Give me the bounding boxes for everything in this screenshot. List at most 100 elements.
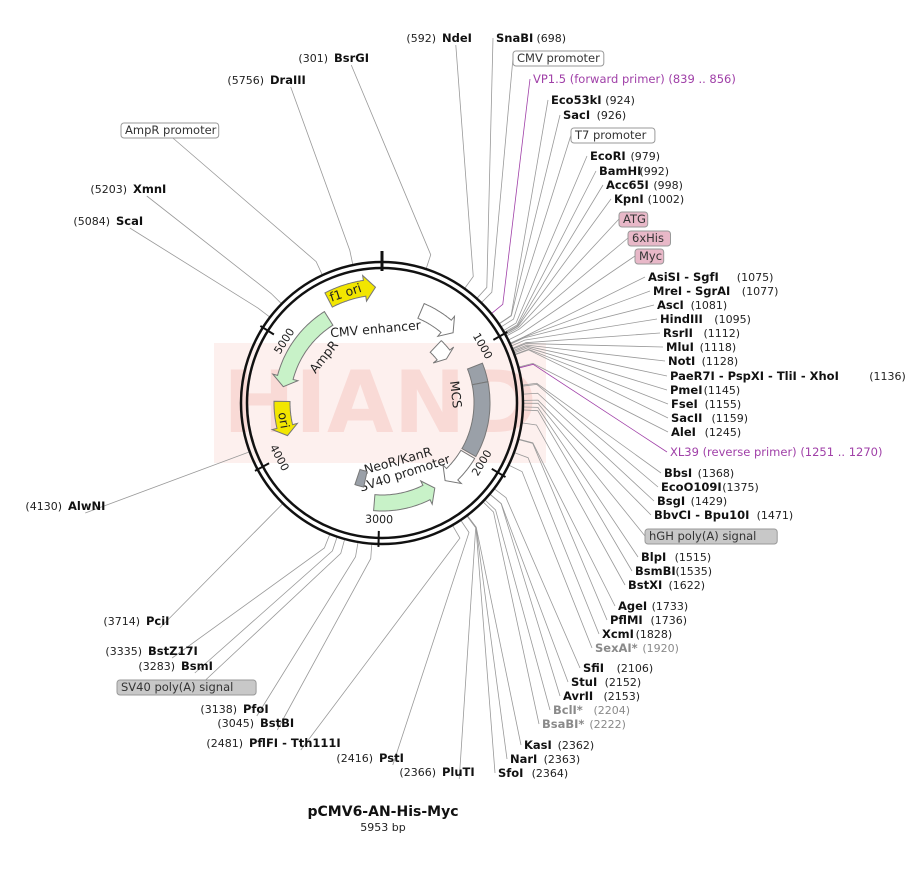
site-position: (1622) <box>669 579 706 592</box>
leader-line <box>129 227 270 317</box>
restriction-site: MluI <box>666 340 694 354</box>
tick-mark <box>492 331 508 341</box>
restriction-site: BamHI <box>599 164 641 178</box>
site-position: (1535) <box>676 565 713 578</box>
restriction-site: BsgI <box>657 494 685 508</box>
site-position: (2106) <box>617 662 654 675</box>
site-position: (1515) <box>675 551 712 564</box>
restriction-site: NotI <box>668 354 695 368</box>
leader-line <box>85 451 249 514</box>
restriction-site: Acc65I <box>606 178 649 192</box>
restriction-site: SfiI <box>583 661 604 675</box>
restriction-site: SacII <box>671 411 702 425</box>
leader-line <box>189 539 345 696</box>
site-position: (1733) <box>652 600 689 613</box>
leader-line <box>300 525 461 751</box>
site-position: (2153) <box>604 690 641 703</box>
leader-line <box>506 237 629 336</box>
restriction-site: HindIII <box>660 312 703 326</box>
leader-line <box>523 406 639 558</box>
leader-line <box>467 515 522 746</box>
feature-arrow <box>429 339 455 364</box>
leader-line <box>494 488 581 669</box>
restriction-site: KasI <box>524 738 552 752</box>
leader-line <box>392 520 470 766</box>
restriction-site: FseI <box>671 397 698 411</box>
tag-box <box>634 248 665 265</box>
leader-line <box>146 195 282 304</box>
primer-label: VP1.5 (forward primer) (839 .. 856) <box>533 72 736 86</box>
leader-line <box>519 438 616 607</box>
restriction-site: RsrII <box>663 326 693 340</box>
site-position: (3335) <box>105 645 142 658</box>
site-position: (3714) <box>103 615 140 628</box>
restriction-site: BstXI <box>628 578 662 592</box>
restriction-site: SfoI <box>498 766 523 780</box>
feature-arrow <box>461 381 491 458</box>
restriction-site: PaeR7I - PspXI - TliI - XhoI <box>670 369 839 383</box>
leader-line <box>504 170 597 333</box>
leader-line <box>501 134 572 327</box>
leader-line <box>510 304 655 345</box>
site-position: (1828) <box>636 628 673 641</box>
restriction-site: AlwNI <box>68 499 105 513</box>
restriction-site: BlpI <box>641 550 666 564</box>
site-position: (4130) <box>25 500 62 513</box>
site-position: (1736) <box>651 614 688 627</box>
restriction-site: BsrGI <box>334 51 369 65</box>
leader-line <box>505 198 612 334</box>
restriction-site: SnaBI <box>496 31 533 45</box>
restriction-site: XmnI <box>133 182 166 196</box>
leader-line <box>503 155 588 331</box>
restriction-site: BstZ17I <box>148 644 198 658</box>
tag-label: ATG <box>623 212 646 226</box>
feature-box-label: hGH poly(A) signal <box>649 529 756 543</box>
feature-box-label: T7 promoter <box>574 128 647 142</box>
leader-line <box>477 37 494 299</box>
restriction-site: AleI <box>671 425 696 439</box>
leader-line <box>491 78 531 314</box>
leader-line <box>515 349 669 419</box>
site-position: (5756) <box>227 74 264 87</box>
feature-arrow <box>270 400 299 437</box>
restriction-site: EcoO109I <box>661 480 722 494</box>
restriction-site: PfoI <box>243 702 269 716</box>
restriction-site: BbvCI - Bpu10I <box>654 508 749 522</box>
leader-line <box>522 422 626 586</box>
site-position: (1075) <box>737 271 774 284</box>
feature-arrow <box>324 274 377 308</box>
feature-box <box>570 127 656 144</box>
feature-box-label: CMV promoter <box>517 51 600 65</box>
leader-line <box>159 503 283 629</box>
restriction-site: XcmI <box>602 627 634 641</box>
leader-line <box>505 184 604 334</box>
restriction-site: Eco53kI <box>551 93 602 107</box>
leader-line <box>523 392 655 502</box>
leader-line <box>276 544 373 731</box>
restriction-site: MreI - SgrAI <box>653 284 730 298</box>
site-position: (698) <box>537 32 567 45</box>
feature-arrow <box>271 310 334 388</box>
leader-line <box>171 534 330 659</box>
feature-box <box>512 50 605 67</box>
site-position: (924) <box>605 94 635 107</box>
feature-box <box>644 528 778 545</box>
site-position: (301) <box>298 52 328 65</box>
restriction-site: NdeI <box>442 31 472 45</box>
leader-line <box>523 399 652 516</box>
restriction-site: BbsI <box>664 466 692 480</box>
site-position: (1112) <box>704 327 741 340</box>
site-position: (1429) <box>691 495 728 508</box>
leader-line <box>510 290 651 344</box>
site-position: (1155) <box>705 398 742 411</box>
restriction-site: PstI <box>379 751 404 765</box>
restriction-site: NarI <box>510 752 537 766</box>
site-position: (2204) <box>594 704 631 717</box>
leader-line <box>290 86 354 265</box>
leader-line <box>519 439 608 621</box>
feature-arrow <box>354 468 368 488</box>
leader-line <box>514 345 668 377</box>
tag-label: 6xHis <box>632 231 664 245</box>
site-position: (992) <box>640 165 670 178</box>
